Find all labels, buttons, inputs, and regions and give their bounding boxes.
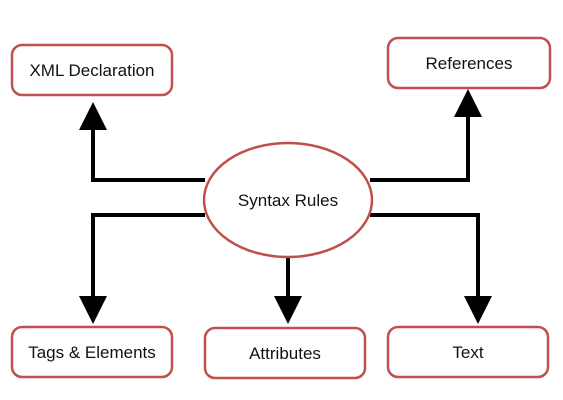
node-text-label: Text (452, 343, 483, 362)
node-xml-declaration-label: XML Declaration (29, 61, 154, 80)
connector-text (370, 213, 492, 324)
node-attributes-label: Attributes (249, 344, 321, 363)
center-node-label: Syntax Rules (238, 191, 338, 210)
node-references-label: References (426, 54, 513, 73)
node-xml-declaration: XML Declaration (10, 43, 174, 97)
connector-xml-declaration (79, 102, 205, 182)
node-references: References (386, 36, 552, 90)
node-attributes: Attributes (203, 326, 367, 380)
connector-tags-elements (79, 213, 205, 324)
node-text: Text (386, 325, 550, 379)
center-node-syntax-rules: Syntax Rules (202, 141, 374, 259)
node-tags-elements: Tags & Elements (10, 325, 174, 379)
node-tags-elements-label: Tags & Elements (28, 343, 156, 362)
connector-references (370, 89, 482, 182)
